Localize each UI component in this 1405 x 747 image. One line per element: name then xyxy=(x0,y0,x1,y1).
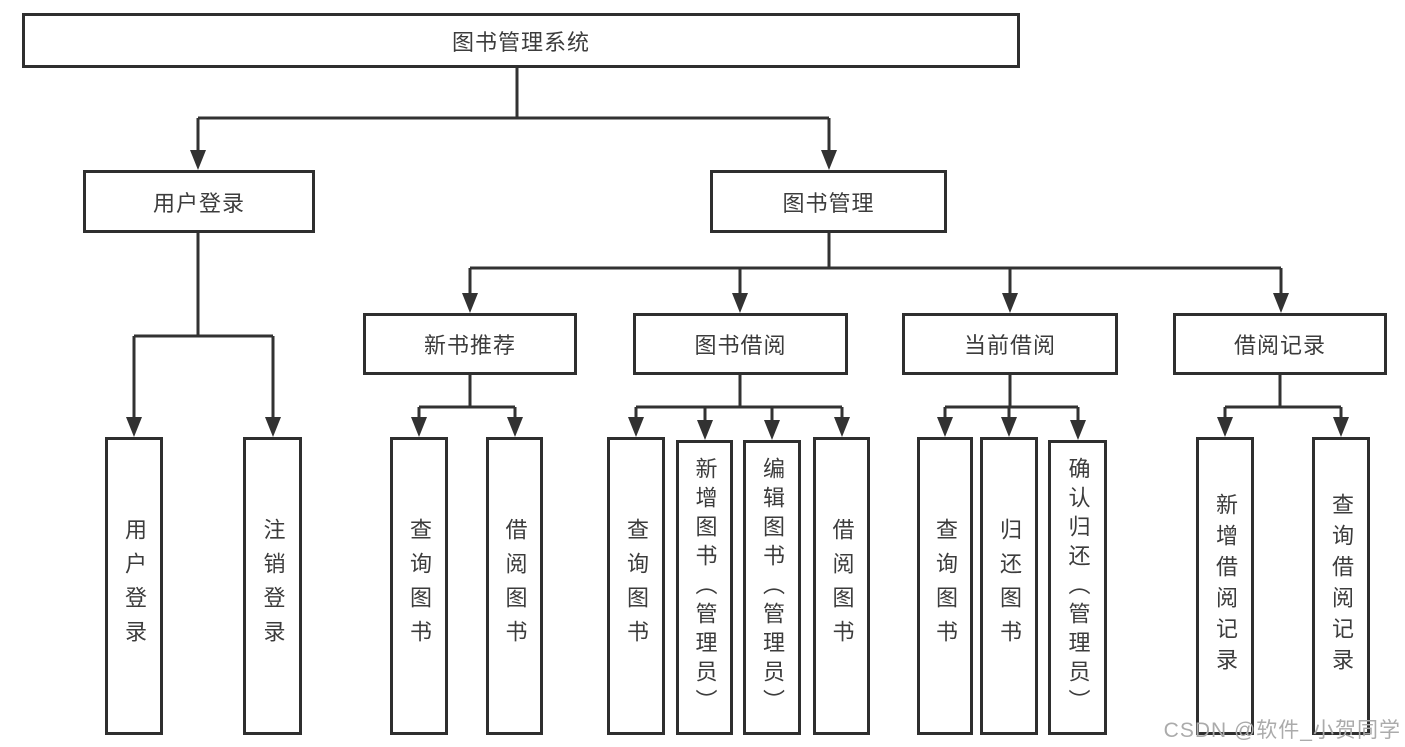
node-user-login: 用户登录 xyxy=(83,170,315,233)
leaf-add-borrow-record: 新增借阅记录 xyxy=(1196,437,1254,735)
leaf-logout-label: 注销登录 xyxy=(260,518,286,654)
leaf-borrow-book-1: 借阅图书 xyxy=(486,437,543,735)
arrow-leaf-add-borrow-record xyxy=(1217,417,1233,437)
arrow-leaf-query-book-3 xyxy=(937,417,953,437)
node-book-borrow-label: 图书借阅 xyxy=(694,333,787,358)
node-new-book-recommend-label: 新书推荐 xyxy=(423,333,516,358)
connector-current-borrow-to-children xyxy=(943,375,1080,421)
leaf-add-book-admin-label: 新增图书（管理员） xyxy=(692,457,718,718)
arrow-borrow-records xyxy=(1273,293,1289,313)
leaf-confirm-return-admin-label: 确认归还（管理员） xyxy=(1065,457,1091,718)
node-current-borrow-label: 当前借阅 xyxy=(963,333,1056,358)
node-book-management: 图书管理 xyxy=(710,170,947,233)
leaf-borrow-book-2-label: 借阅图书 xyxy=(829,518,855,654)
leaf-logout: 注销登录 xyxy=(243,437,302,735)
leaf-return-book: 归还图书 xyxy=(980,437,1038,735)
arrow-leaf-user-login xyxy=(126,417,142,437)
arrow-book-management xyxy=(821,150,837,170)
arrow-leaf-query-book-2 xyxy=(628,417,644,437)
node-borrow-records: 借阅记录 xyxy=(1173,313,1387,375)
leaf-edit-book-admin-label: 编辑图书（管理员） xyxy=(760,457,785,718)
watermark: CSDN @软件_小贺同学 xyxy=(1163,719,1401,742)
node-book-management-label: 图书管理 xyxy=(782,190,875,216)
arrow-leaf-borrow-book-2 xyxy=(834,417,850,437)
node-borrow-records-label: 借阅记录 xyxy=(1233,333,1326,358)
arrow-leaf-borrow-book-1 xyxy=(507,417,523,437)
arrow-leaf-query-borrow-record xyxy=(1333,417,1349,437)
connector-book-borrow-to-children xyxy=(634,375,844,421)
arrow-leaf-confirm-return-admin xyxy=(1070,420,1086,440)
node-root-label: 图书管理系统 xyxy=(451,29,590,55)
node-user-login-label: 用户登录 xyxy=(152,190,245,216)
node-root: 图书管理系统 xyxy=(22,13,1020,68)
leaf-query-book-2: 查询图书 xyxy=(607,437,665,735)
arrow-leaf-query-book-1 xyxy=(411,417,427,437)
arrow-book-borrow xyxy=(732,293,748,313)
leaf-borrow-book-2: 借阅图书 xyxy=(813,437,870,735)
connector-root-to-level2 xyxy=(196,68,831,151)
connector-book-management-to-level3 xyxy=(468,233,1283,294)
leaf-user-login-label: 用户登录 xyxy=(122,518,147,654)
leaf-user-login: 用户登录 xyxy=(105,437,163,735)
arrow-leaf-return-book xyxy=(1001,417,1017,437)
leaf-query-borrow-record: 查询借阅记录 xyxy=(1312,437,1370,735)
node-book-borrow: 图书借阅 xyxy=(633,313,848,375)
leaf-return-book-label: 归还图书 xyxy=(997,518,1022,654)
connector-new-book-recommend-to-children xyxy=(417,375,517,418)
arrow-user-login xyxy=(190,150,206,170)
leaf-query-book-3: 查询图书 xyxy=(917,437,973,735)
leaf-query-book-3-label: 查询图书 xyxy=(933,518,958,654)
leaf-edit-book-admin: 编辑图书（管理员） xyxy=(743,440,801,735)
leaf-add-book-admin: 新增图书（管理员） xyxy=(676,440,733,735)
connector-user-login-to-children xyxy=(132,233,275,418)
node-current-borrow: 当前借阅 xyxy=(902,313,1118,375)
arrow-current-borrow xyxy=(1002,293,1018,313)
arrowheads xyxy=(126,150,1349,440)
arrow-new-book-recommend xyxy=(462,293,478,313)
leaf-query-book-1: 查询图书 xyxy=(390,437,448,735)
leaf-query-book-2-label: 查询图书 xyxy=(624,518,649,654)
leaf-query-book-1-label: 查询图书 xyxy=(407,518,432,654)
node-new-book-recommend: 新书推荐 xyxy=(363,313,577,375)
leaf-borrow-book-1-label: 借阅图书 xyxy=(502,518,528,654)
arrow-leaf-edit-book-admin xyxy=(764,420,780,440)
leaf-add-borrow-record-label: 新增借阅记录 xyxy=(1213,493,1238,679)
leaf-confirm-return-admin: 确认归还（管理员） xyxy=(1048,440,1107,735)
arrow-leaf-add-book-admin xyxy=(697,420,713,440)
leaf-query-borrow-record-label: 查询借阅记录 xyxy=(1329,493,1354,679)
connector-borrow-records-to-children xyxy=(1223,375,1343,418)
arrow-leaf-logout xyxy=(265,417,281,437)
